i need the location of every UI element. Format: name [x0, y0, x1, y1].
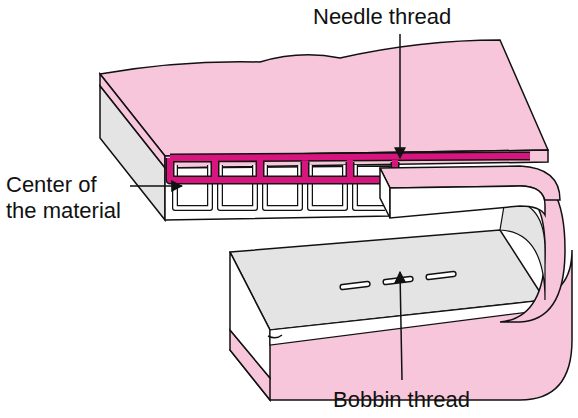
- part-label: Center of the material: [6, 172, 127, 224]
- thread-label: Bobbin thread: [333, 387, 553, 413]
- thread-label: Needle thread: [313, 4, 553, 30]
